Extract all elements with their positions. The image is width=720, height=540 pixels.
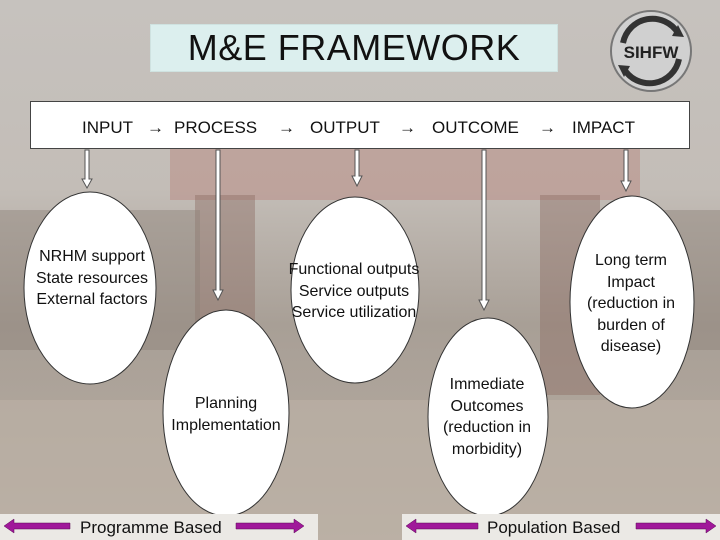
- output-ellipse: [290, 196, 420, 384]
- input-connector: [81, 149, 93, 190]
- chain-arrow: →: [147, 118, 164, 137]
- chain-input: INPUT: [82, 118, 133, 137]
- chain-arrow: →: [539, 118, 556, 137]
- chain-outcome: OUTCOME: [432, 118, 519, 137]
- outcome-node-label: Immediate Outcomes (reduction in morbidi…: [442, 376, 532, 458]
- impact-node-label: Long term Impact (reduction in burden of…: [586, 252, 676, 355]
- input-ellipse: [23, 191, 157, 385]
- population-based-label: Population Based: [487, 518, 621, 537]
- sihfw-logo-icon: SIHFW: [610, 10, 692, 92]
- chain-output: OUTPUT: [310, 118, 380, 137]
- output-connector: [351, 149, 363, 188]
- results-chain-box: INPUT → PROCESS → OUTPUT → OUTCOME → IMP…: [30, 101, 690, 149]
- logo-text: SIHFW: [624, 43, 680, 62]
- impact-ellipse: [569, 195, 695, 409]
- population-right-arrow: [635, 518, 717, 534]
- chain-process: PROCESS: [174, 118, 258, 137]
- outcome-connector: [478, 149, 490, 312]
- process-node-label: Planning Implementation: [171, 395, 281, 434]
- programme-right-arrow: [235, 518, 305, 534]
- chain-arrow: →: [278, 118, 295, 137]
- output-node-label: Functional outputs Service outputs Servi…: [288, 261, 420, 321]
- population-left-arrow: [405, 518, 479, 534]
- programme-left-arrow: [3, 518, 71, 534]
- chain-impact: IMPACT: [572, 118, 635, 137]
- input-node-label: NRHM support State resources External fa…: [35, 248, 149, 308]
- impact-connector: [620, 149, 632, 193]
- process-connector: [212, 149, 224, 302]
- programme-based-label: Programme Based: [80, 518, 222, 537]
- chain-arrow: →: [399, 118, 416, 137]
- page-title: M&E FRAMEWORK: [150, 24, 558, 72]
